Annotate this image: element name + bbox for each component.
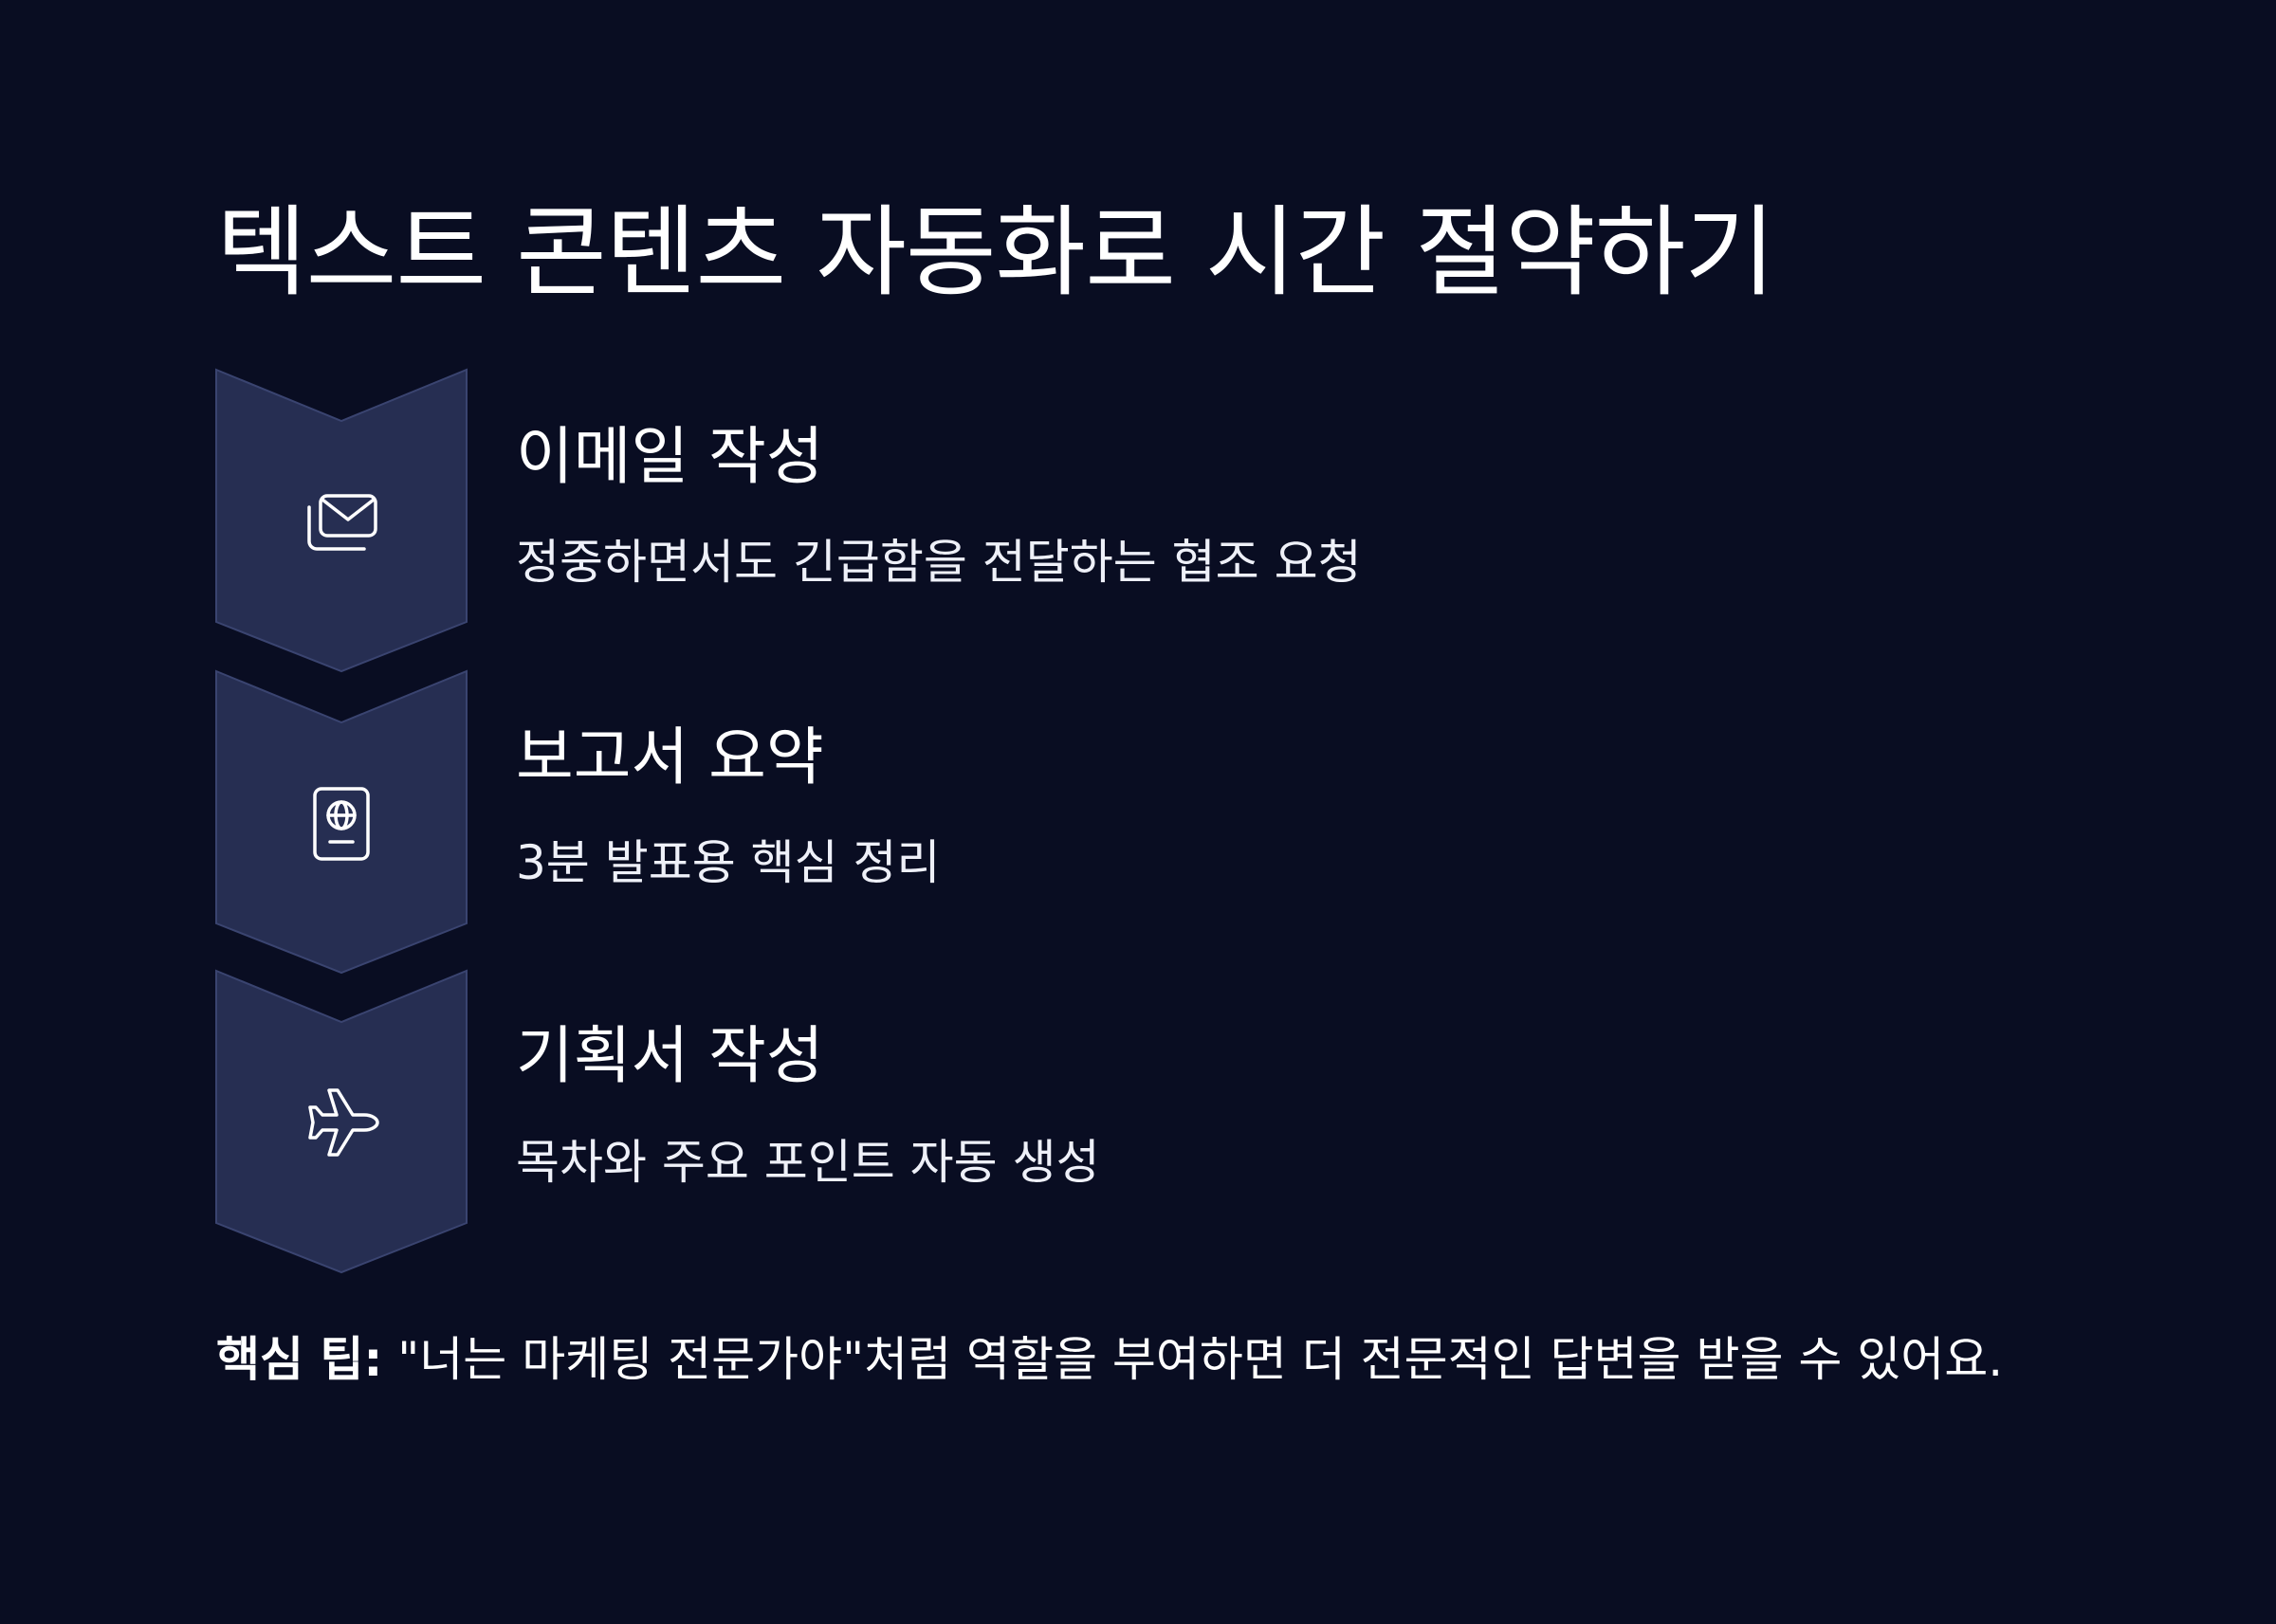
step-chevron-report	[214, 669, 468, 975]
step-title-report: 보고서 요약	[516, 721, 824, 794]
mail-stack-icon	[302, 483, 381, 562]
passport-globe-icon	[302, 783, 381, 863]
step-chevron-plan	[214, 969, 468, 1274]
chevron-shape	[215, 368, 468, 673]
step-chevron-email	[214, 368, 468, 673]
tip-label: 핵심 팁:	[216, 1332, 383, 1387]
key-tip: 핵심 팁: "너는 마케팅 전문가야"처럼 역할을 부여하면 더 전문적인 답변…	[216, 1329, 2003, 1390]
tip-text: "너는 마케팅 전문가야"처럼 역할을 부여하면 더 전문적인 답변을 받을 수…	[382, 1332, 2004, 1387]
chevron-shape	[215, 969, 468, 1274]
step-description-plan: 목차와 주요 포인트 자동 생성	[516, 1135, 1100, 1190]
airplane-icon	[302, 1083, 381, 1162]
slide-title: 텍스트 콘텐츠 자동화로 시간 절약하기	[216, 194, 1775, 310]
step-title-plan: 기획서 작성	[516, 1019, 824, 1092]
step-description-report: 3분 발표용 핵심 정리	[516, 835, 941, 890]
chevron-shape	[215, 669, 468, 975]
step-title-email: 이메일 작성	[516, 420, 824, 493]
step-description-email: 정중하면서도 긴급함을 전달하는 협조 요청	[516, 535, 1362, 590]
